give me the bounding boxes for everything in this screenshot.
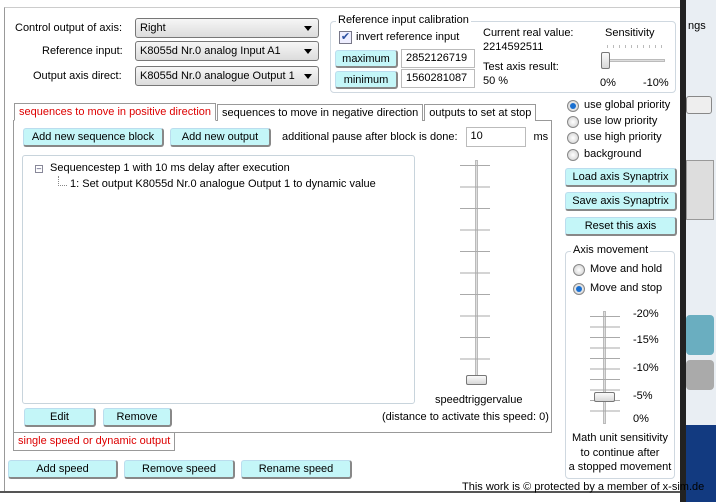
- minimum-field[interactable]: 1560281087: [401, 69, 475, 88]
- save-axis-button[interactable]: Save axis Synaptrix: [565, 192, 677, 211]
- scale-label: -5%: [633, 390, 653, 402]
- invert-checkbox[interactable]: ✔: [339, 31, 352, 44]
- add-sequence-block-button[interactable]: Add new sequence block: [23, 127, 164, 147]
- background-priority-label: background: [584, 148, 642, 160]
- control-output-label: Control output of axis:: [15, 22, 123, 34]
- control-output-select[interactable]: Right: [135, 18, 319, 38]
- pause-field[interactable]: 10: [465, 127, 526, 147]
- sensitivity-label: Sensitivity: [605, 27, 655, 39]
- math-caption-1: Math unit sensitivity: [572, 432, 668, 444]
- scale-label: -10%: [633, 362, 659, 374]
- math-caption-3: a stopped movement: [568, 461, 672, 473]
- maximum-button[interactable]: maximum: [335, 50, 398, 68]
- sequence-toolbar: Add new sequence block Add new output ad…: [23, 127, 548, 147]
- low-priority-label: use low priority: [584, 115, 658, 127]
- chevron-down-icon: [304, 74, 312, 79]
- tree-connector: [58, 176, 67, 186]
- background-priority-radio[interactable]: [567, 149, 579, 161]
- global-priority-radio[interactable]: [567, 100, 579, 112]
- sensitivity-min: 0%: [600, 77, 616, 89]
- speedtrigger-ticks: [460, 165, 490, 380]
- tree-leaf[interactable]: 1: Set output K8055d Nr.0 analogue Outpu…: [70, 178, 376, 190]
- calibration-title: Reference input calibration: [336, 14, 471, 26]
- pause-unit: ms: [533, 131, 549, 143]
- minimum-button[interactable]: minimum: [335, 71, 398, 89]
- current-value-label: Current real value:: [483, 27, 574, 39]
- maximum-field[interactable]: 2852126719: [401, 49, 475, 68]
- move-and-stop-radio[interactable]: [573, 283, 585, 295]
- high-priority-radio[interactable]: [567, 132, 579, 144]
- rename-speed-button[interactable]: Rename speed: [241, 460, 352, 479]
- background-panel: [686, 315, 714, 355]
- sequence-tabs: sequences to move in positive direction …: [14, 103, 537, 121]
- background-button: [686, 96, 712, 114]
- output-axis-select[interactable]: K8055d Nr.0 analogue Output 1: [135, 66, 319, 86]
- high-priority-label: use high priority: [584, 131, 662, 143]
- chevron-down-icon: [304, 49, 312, 54]
- reset-axis-button[interactable]: Reset this axis: [565, 217, 677, 236]
- tab-single-speed[interactable]: single speed or dynamic output: [13, 432, 176, 451]
- reference-input-value: K8055d Nr.0 analog Input A1: [140, 45, 281, 57]
- low-priority-radio[interactable]: [567, 116, 579, 128]
- chevron-down-icon: [304, 26, 312, 31]
- calibration-group: [330, 21, 676, 93]
- sensitivity-slider[interactable]: [601, 52, 610, 69]
- math-caption-2: to continue after: [580, 447, 660, 459]
- test-result-value: 50 %: [483, 75, 509, 87]
- add-output-button[interactable]: Add new output: [170, 127, 271, 147]
- scale-label: -15%: [633, 334, 659, 346]
- scale-label: -20%: [633, 308, 659, 320]
- sequence-tree[interactable]: [22, 155, 415, 404]
- background-dropdowns: [686, 160, 714, 220]
- collapse-icon[interactable]: –: [35, 164, 43, 173]
- background-panel: [686, 360, 714, 390]
- speedtrigger-slider[interactable]: [466, 375, 487, 385]
- global-priority-label: use global priority: [584, 99, 671, 111]
- copyright-footer: This work is © protected by a member of …: [462, 481, 705, 493]
- window-edge: [680, 0, 686, 502]
- invert-label: invert reference input: [356, 31, 460, 43]
- scale-label: 0%: [633, 413, 649, 425]
- window-frame: [4, 7, 682, 491]
- math-sensitivity-ticks: [590, 316, 620, 421]
- output-axis-value: K8055d Nr.0 analogue Output 1: [140, 70, 295, 82]
- current-value: 2214592511: [483, 41, 544, 53]
- tab-negative-direction[interactable]: sequences to move in negative direction: [217, 104, 424, 121]
- background-window: ngs: [686, 0, 716, 502]
- desktop-background: [686, 425, 716, 502]
- output-axis-label: Output axis direct:: [33, 70, 122, 82]
- remove-speed-button[interactable]: Remove speed: [124, 460, 235, 479]
- math-sensitivity-slider[interactable]: [594, 392, 615, 402]
- sensitivity-track: [605, 59, 665, 62]
- tab-positive-direction[interactable]: sequences to move in positive direction: [14, 103, 216, 121]
- tree-node[interactable]: Sequencestep 1 with 10 ms delay after ex…: [50, 162, 290, 174]
- speedtrigger-label: speedtriggervalue: [435, 394, 523, 406]
- remove-button[interactable]: Remove: [103, 408, 172, 427]
- sensitivity-max: -10%: [643, 77, 669, 89]
- add-speed-button[interactable]: Add speed: [8, 460, 118, 479]
- edit-button[interactable]: Edit: [24, 408, 96, 427]
- pause-label: additional pause after block is done:: [282, 131, 458, 143]
- background-text: ngs: [688, 20, 706, 32]
- move-and-hold-radio[interactable]: [573, 264, 585, 276]
- tab-outputs-at-stop[interactable]: outputs to set at stop: [424, 104, 537, 121]
- load-axis-button[interactable]: Load axis Synaptrix: [565, 168, 677, 187]
- test-result-label: Test axis result:: [483, 61, 559, 73]
- reference-input-label: Reference input:: [42, 45, 123, 57]
- sensitivity-ticks: [607, 45, 663, 48]
- control-output-value: Right: [140, 22, 166, 34]
- reference-input-select[interactable]: K8055d Nr.0 analog Input A1: [135, 41, 319, 61]
- axis-movement-title: Axis movement: [571, 244, 651, 256]
- move-and-hold-label: Move and hold: [590, 263, 663, 275]
- distance-label: (distance to activate this speed: 0): [382, 411, 549, 423]
- move-and-stop-label: Move and stop: [590, 282, 663, 294]
